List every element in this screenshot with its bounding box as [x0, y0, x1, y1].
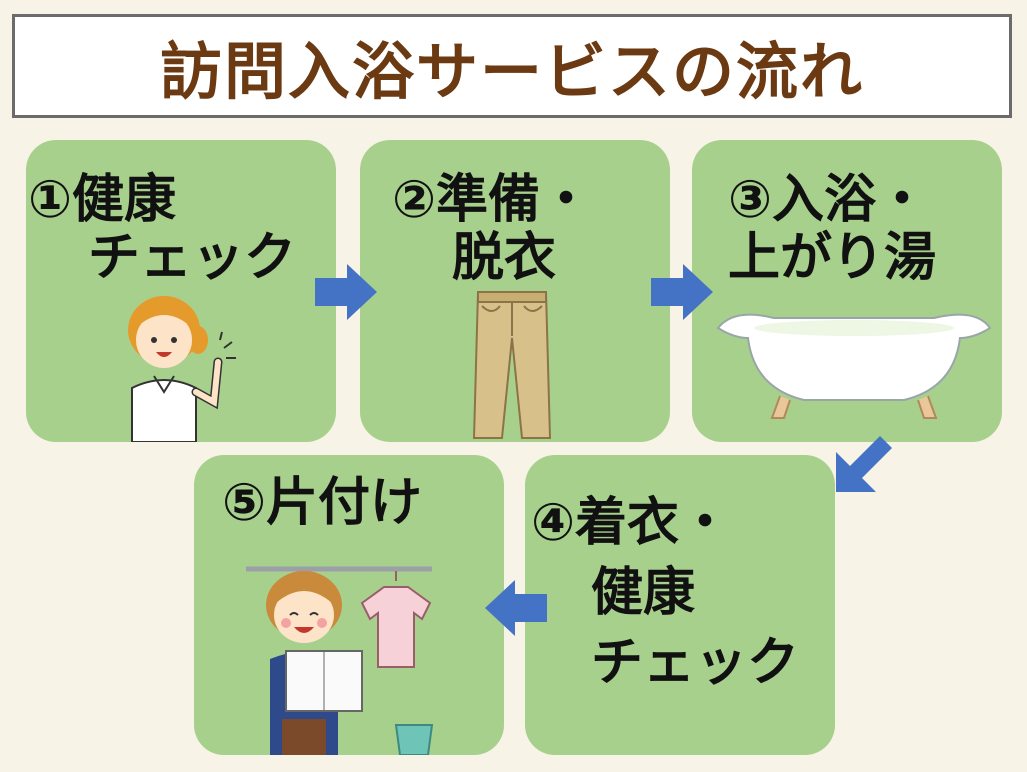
arrow-left-4-to-5	[485, 580, 547, 636]
step-3-label-line1: ③入浴・	[728, 170, 929, 230]
step-1-box: ①健康 チェック	[26, 140, 336, 442]
step-4-label-line1: ④着衣・	[531, 493, 732, 553]
step-2-box: ②準備・ 脱衣	[360, 140, 670, 442]
arrow-right-2-to-3	[651, 264, 713, 320]
step-4-label-line3: チェック	[591, 633, 800, 693]
title-box: 訪問入浴サービスの流れ	[12, 14, 1012, 118]
laundry-woman-icon	[246, 566, 434, 755]
step-3-box: ③入浴・ 上がり湯	[692, 140, 1002, 442]
step-5-label-line1: ⑤片付け	[222, 473, 423, 533]
pants-icon	[472, 291, 552, 439]
step-1-label-line1: ①健康	[28, 170, 177, 230]
step-4-label-line2: 健康	[591, 563, 696, 623]
arrow-right-1-to-2	[315, 264, 377, 320]
step-1-label-line2: チェック	[88, 228, 297, 288]
step-3-label-line2: 上がり湯	[728, 228, 937, 288]
arrow-down-left-3-to-4	[836, 436, 892, 492]
bathtub-icon	[716, 313, 992, 419]
step-5-box: ⑤片付け	[194, 455, 504, 755]
step-2-label-line1: ②準備・	[392, 170, 593, 230]
nurse-pointing-icon	[128, 296, 236, 442]
step-4-box: ④着衣・ 健康 チェック	[525, 455, 835, 755]
step-2-label-line2: 脱衣	[452, 228, 557, 288]
page-title: 訪問入浴サービスの流れ	[159, 35, 864, 108]
